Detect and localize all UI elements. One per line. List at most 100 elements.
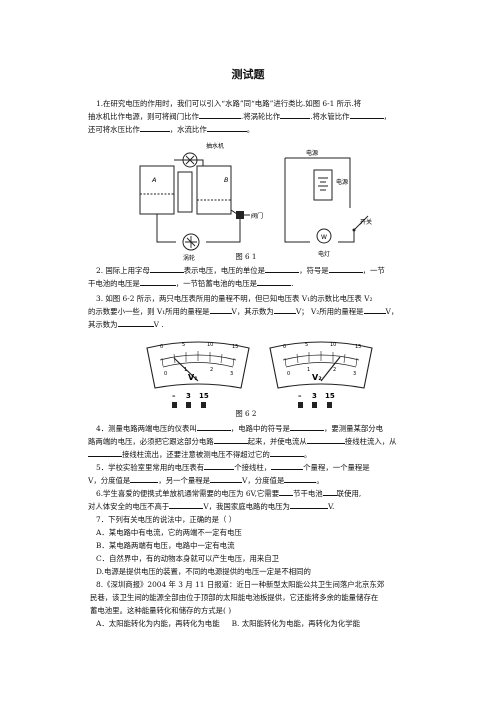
answer-blank[interactable]: [280, 110, 311, 119]
meter-v1-label: V₁: [188, 373, 198, 382]
q6-line-1: 6.学生喜爱的便携式单放机通常需要的电压为 6V,它需要节干电池联使用,: [96, 487, 362, 498]
svg-text:0: 0: [287, 371, 290, 377]
answer-blank[interactable]: [204, 461, 235, 470]
q4-line-3: 接线柱流出，还要注意被测电压不得超过它的。: [88, 448, 418, 461]
lamp-symbol: W: [321, 234, 327, 241]
source-label: 电源: [306, 149, 318, 157]
lamp-label: 电灯: [318, 250, 330, 258]
terminal-3[interactable]: [186, 402, 191, 408]
questions-4-8: 4．测量电路两端电压的仪表叫，电路中的符号是，要测量某部分电 路两端的电压，必须…: [88, 422, 418, 630]
q4-line-1: 4．测量电路两端电压的仪表叫，电路中的符号是，要测量某部分电: [96, 422, 384, 433]
svg-text:5: 5: [182, 342, 185, 348]
answer-blank[interactable]: [306, 435, 345, 444]
q8-options: A．太阳能转化为内能，再转化为电能 B. 太阳能转化为电能，再转化为化学能: [88, 617, 418, 630]
answer-blank[interactable]: [271, 461, 304, 470]
answer-blank[interactable]: [363, 305, 386, 314]
tank-a: [139, 165, 175, 215]
answer-blank[interactable]: [269, 448, 304, 457]
svg-text:2: 2: [333, 367, 336, 373]
svg-text:3: 3: [186, 392, 191, 400]
terminal-minus[interactable]: [298, 402, 303, 408]
q7-option-a[interactable]: A．某电路中有电流，它的两端不一定有电压: [96, 528, 242, 537]
answer-blank[interactable]: [139, 123, 170, 132]
svg-text:1: 1: [307, 367, 310, 373]
q7-option-b[interactable]: B．某电路两端有电压，电路中一定有电流: [96, 541, 235, 550]
q2-line-2: 干电池的电压是，一节铅蓄电池的电压是.: [88, 277, 294, 288]
q7-option-c[interactable]: C．自然界中，有的动物本身就可以产生电压，用来自卫: [96, 554, 280, 563]
svg-text:10: 10: [330, 342, 336, 348]
answer-blank[interactable]: [88, 448, 122, 457]
q8-option-b[interactable]: B. 太阳能转化为电能，再转化为化学能: [231, 619, 360, 628]
answer-blank[interactable]: [139, 277, 176, 286]
answer-blank[interactable]: [198, 110, 241, 119]
switch-label: 开关: [360, 218, 372, 226]
terminal-15[interactable]: [327, 402, 332, 408]
battery-icon: [313, 169, 333, 201]
question-1: 1.在研究电压的作用时，我们可以引入“水路”同“电路”进行类比.如图 6-1 所…: [88, 97, 418, 136]
valve-icon: [236, 211, 244, 219]
answer-blank[interactable]: [265, 264, 300, 273]
answer-blank[interactable]: [196, 422, 231, 431]
label-a: A: [151, 176, 156, 184]
q1-line-2: 抽水机比作电源，则可将阀门比作.将涡轮比作.将水管比作，: [88, 110, 391, 121]
svg-text:15: 15: [199, 392, 209, 400]
answer-blank[interactable]: [130, 474, 159, 483]
answer-blank[interactable]: [279, 487, 294, 496]
q7-stem: 7．下列有关电压的说法中，正确的是（ ）: [96, 515, 237, 524]
turbine-label: 涡轮: [183, 254, 195, 262]
terminal-15[interactable]: [201, 402, 206, 408]
terminal-minus[interactable]: [172, 402, 177, 408]
answer-blank[interactable]: [289, 422, 324, 431]
q3-line-1: 3. 如图 6-2 所示，两只电压表所用的量程不明，但已知电压表 V₁的示数比电…: [96, 294, 373, 303]
svg-text:1: 1: [184, 367, 187, 373]
q7-option-d[interactable]: D.电源是提供电压的装置，不同的电源提供的电压一定是不相同的: [96, 567, 311, 576]
answer-blank[interactable]: [213, 435, 248, 444]
q4-line-2: 路两端的电压，必须把它跟这部分电路起来，并使电流从接线柱流入，从: [88, 435, 397, 446]
answer-blank[interactable]: [284, 474, 317, 483]
pump-icon: [183, 155, 197, 165]
svg-text:0: 0: [283, 344, 286, 350]
q8-line-3: 蓄电池里。这种能量转化和储存的方式是( ): [90, 606, 232, 615]
q8-line-1: 8.《深圳商报》2004 年 3 月 11 日报道：近日一种新型太阳能公共卫生间…: [96, 580, 385, 589]
q8-option-a[interactable]: A．太阳能转化为内能，再转化为电能: [96, 619, 220, 628]
svg-text:2: 2: [210, 367, 213, 373]
answer-blank[interactable]: [149, 264, 184, 273]
question-2: 2. 国际上用字母表示电压，电压的单位是，符号是，一节 干电池的电压是，一节铅蓄…: [88, 264, 418, 290]
question-3: 3. 如图 6-2 所示，两只电压表所用的量程不明，但已知电压表 V₁的示数比电…: [88, 292, 418, 331]
figure-6-1: 抽水机 A B 阀门 涡轮 W 电源 电源 开关 电灯: [139, 142, 372, 262]
svg-text:0: 0: [164, 371, 167, 377]
q5-line-1: 5．学校实验室里常用的电压表有个接线柱，个量程，一个量程是: [96, 461, 370, 472]
valve-label: 阀门: [251, 212, 263, 220]
answer-blank[interactable]: [273, 305, 296, 314]
answer-blank[interactable]: [210, 474, 243, 483]
answer-blank[interactable]: [349, 110, 384, 119]
answer-blank[interactable]: [257, 277, 292, 286]
answer-blank[interactable]: [206, 123, 247, 132]
svg-text:10: 10: [207, 342, 213, 348]
battery-label: 电源: [336, 178, 348, 186]
q2-line-1: 2. 国际上用字母表示电压，电压的单位是，符号是，一节: [96, 264, 385, 275]
label-b: B: [224, 176, 229, 184]
tank-b: [196, 165, 232, 215]
voltmeter-v1: V₁ 0 5 10 15 0 1 2 3 – 3 15: [146, 341, 250, 408]
voltmeter-v2: V₂ 0 5 10 15 0 1 2 3 – 3 15: [269, 341, 373, 408]
needle-v2: [320, 356, 341, 382]
svg-text:15: 15: [355, 344, 361, 350]
switch-icon: [352, 228, 356, 232]
answer-blank[interactable]: [117, 318, 154, 327]
answer-blank[interactable]: [289, 500, 328, 509]
answer-blank[interactable]: [169, 500, 204, 509]
svg-text:5: 5: [305, 342, 308, 348]
answer-blank[interactable]: [322, 487, 337, 496]
figure-6-2-caption: 图 6 2: [235, 409, 257, 418]
svg-text:3: 3: [353, 371, 356, 377]
q8-line-2: 民巷，该卫生间的能源全部由位于顶部的太阳能电池板提供，它还能将多余的能量储存在: [90, 593, 379, 602]
answer-blank[interactable]: [328, 264, 363, 273]
svg-text:–: –: [172, 392, 176, 400]
terminal-3[interactable]: [312, 402, 317, 408]
answer-blank[interactable]: [209, 305, 232, 314]
